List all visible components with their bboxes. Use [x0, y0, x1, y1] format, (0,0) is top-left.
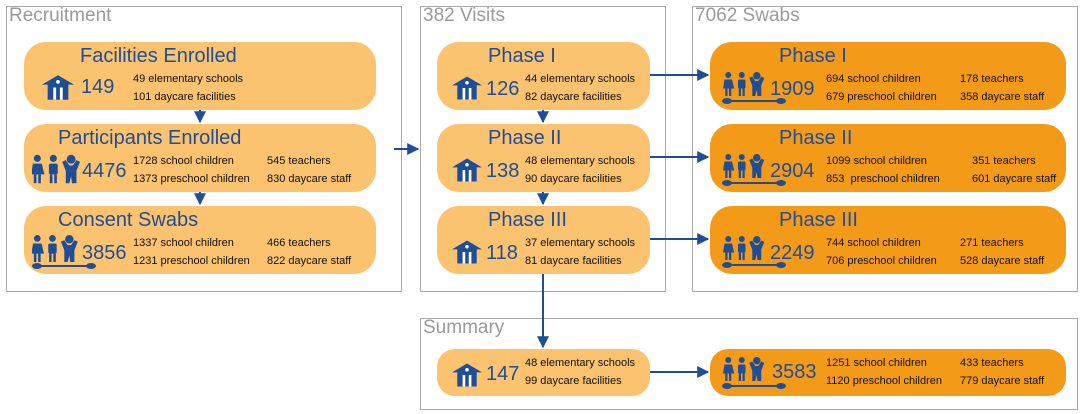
participant-col2-line1: 545 teachers [267, 155, 331, 167]
visit-line-2: 82 daycare facilities [525, 91, 622, 103]
swabs-title: 7062 Swabs [695, 5, 800, 26]
visit-line-2: 81 daycare facilities [525, 255, 622, 267]
participant-col1-line1: 1728 school children [133, 155, 234, 167]
visit-count: 118 [486, 242, 518, 264]
participant-count: 4476 [82, 160, 127, 182]
swab-col2-line2: 358 daycare staff [960, 91, 1045, 103]
card-title: Phase I [779, 45, 847, 67]
swab-col1-line1: 1099 school children [826, 155, 927, 167]
swab-count: 2249 [770, 242, 815, 264]
card-title: Phase II [779, 127, 853, 149]
facility-line-1: 49 elementary schools [133, 73, 244, 85]
consent-count: 3856 [82, 242, 127, 264]
visits-phase-3-card: Phase III 118 37 elementary schools 81 d… [437, 206, 650, 274]
summary-swab-col2-line1: 433 teachers [960, 357, 1024, 369]
facility-count: 149 [81, 76, 115, 98]
summary-visit-line-1: 48 elementary schools [525, 357, 636, 369]
participant-col1-line2: 1373 preschool children [133, 173, 250, 185]
card-title: Consent Swabs [58, 209, 199, 231]
swab-col2-line2: 601 daycare staff [972, 173, 1057, 185]
swab-col1-line2: 679 preschool children [826, 91, 937, 103]
swab-count: 1909 [770, 78, 815, 100]
facility-line-2: 101 daycare facilities [133, 91, 236, 103]
swab-col2-line2: 528 daycare staff [960, 255, 1045, 267]
summary-visits-card: 147 48 elementary schools 99 daycare fac… [437, 349, 650, 396]
card-title: Participants Enrolled [58, 127, 242, 149]
card-title: Phase II [488, 127, 562, 149]
swab-col2-line1: 351 teachers [972, 155, 1036, 167]
swab-col1-line1: 744 school children [826, 237, 921, 249]
consent-col2-line2: 822 daycare staff [267, 255, 352, 267]
summary-title: Summary [423, 317, 505, 338]
consent-col1-line2: 1231 preschool children [133, 255, 250, 267]
visits-phase-1-card: Phase I 126 44 elementary schools 82 day… [437, 42, 650, 110]
visits-phase-2-card: Phase II 138 48 elementary schools 90 da… [437, 124, 650, 192]
summary-visit-line-2: 99 daycare facilities [525, 375, 622, 387]
swab-count: 2904 [770, 160, 815, 182]
visit-count: 126 [486, 78, 520, 100]
participant-col2-line2: 830 daycare staff [267, 173, 352, 185]
card-title: Facilities Enrolled [80, 45, 237, 67]
swab-col1-line2: 706 preschool children [826, 255, 937, 267]
swabs-phase-2-card: Phase II 2904 1099 school children 853 p… [710, 124, 1066, 192]
participants-enrolled-card: Participants Enrolled 4476 1728 school c… [24, 124, 376, 192]
summary-swab-col2-line2: 779 daycare staff [960, 375, 1045, 387]
swab-col1-line1: 694 school children [826, 73, 921, 85]
recruitment-title: Recruitment [9, 5, 112, 26]
swab-col1-line2: 853 preschool children [826, 173, 940, 185]
card-title: Phase III [488, 209, 567, 231]
visit-line-2: 90 daycare facilities [525, 173, 622, 185]
visit-line-1: 37 elementary schools [525, 237, 636, 249]
summary-swabs-card: 3583 1251 school children 1120 preschool… [710, 349, 1066, 396]
summary-visit-count: 147 [486, 363, 520, 385]
summary-swab-col1-line2: 1120 preschool children [826, 375, 942, 387]
visit-line-1: 44 elementary schools [525, 73, 636, 85]
swabs-phase-1-card: Phase I 1909 694 school children 679 pre… [710, 42, 1066, 110]
swabs-phase-3-card: Phase III 2249 744 school children 706 p… [710, 206, 1066, 274]
card-title: Phase III [779, 209, 858, 231]
consent-col2-line1: 466 teachers [267, 237, 331, 249]
consent-col1-line1: 1337 school children [133, 237, 234, 249]
swab-col2-line1: 271 teachers [960, 237, 1024, 249]
visits-title: 382 Visits [423, 5, 506, 26]
card-title: Phase I [488, 45, 556, 67]
visit-line-1: 48 elementary schools [525, 155, 636, 167]
summary-swab-col1-line1: 1251 school children [826, 357, 927, 369]
summary-swab-count: 3583 [772, 361, 817, 383]
visit-count: 138 [486, 160, 520, 182]
facilities-enrolled-card: Facilities Enrolled 149 49 elementary sc… [24, 42, 376, 110]
consent-swabs-card: Consent Swabs 3856 1337 school children … [24, 206, 376, 274]
swab-col2-line1: 178 teachers [960, 73, 1024, 85]
